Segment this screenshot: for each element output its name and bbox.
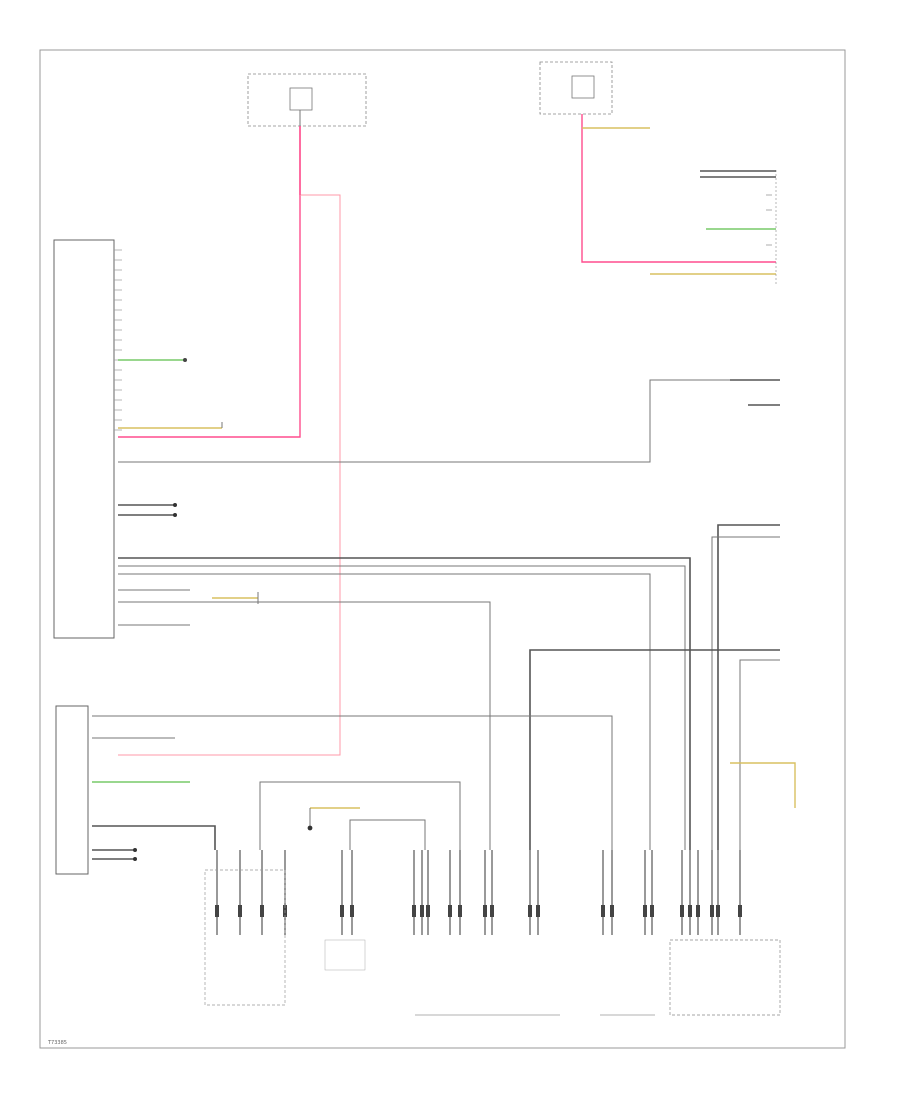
- stub-end-2: [173, 513, 177, 517]
- diagram-frame: [39, 49, 846, 1049]
- connector-terminal: [528, 905, 532, 917]
- fuse-box-top-left: [247, 73, 367, 127]
- sec-wire-1: [92, 715, 613, 850]
- ground-marker: [307, 825, 313, 831]
- connector-terminal: [458, 905, 462, 917]
- connector-terminal: [490, 905, 494, 917]
- power-wire-top-right: [581, 114, 776, 275]
- connector-terminal: [350, 905, 354, 917]
- connector-terminal: [340, 905, 344, 917]
- connector-terminal: [610, 905, 614, 917]
- connector-terminal: [601, 905, 605, 917]
- right-wire-a: [717, 524, 780, 850]
- component-box-left: [204, 869, 286, 1006]
- connector-terminal: [738, 905, 742, 917]
- connector-top-right: [700, 170, 777, 285]
- right-wire-c: [529, 649, 780, 850]
- signal-wire-upper: [118, 379, 730, 463]
- connector-terminal: [536, 905, 540, 917]
- connector-terminal: [688, 905, 692, 917]
- right-wire-b: [711, 536, 780, 850]
- bus-wire-1: [118, 557, 691, 850]
- main-module-pin-stubs: [114, 249, 122, 431]
- wire-end-marker: [183, 358, 187, 362]
- sec-wire-3: [92, 825, 216, 850]
- connector-terminal: [710, 905, 714, 917]
- center-wire-2: [349, 819, 426, 850]
- bottom-connectors: [215, 850, 742, 935]
- component-box-mid: [324, 939, 366, 971]
- center-wire-loop: [259, 781, 461, 850]
- connector-terminal: [260, 905, 264, 917]
- footer-id: T73385: [47, 1040, 67, 1046]
- connector-terminal: [650, 905, 654, 917]
- bus-wire-2: [118, 565, 686, 850]
- sec-end-2: [133, 857, 137, 861]
- yellow-wire-bottom-right: [730, 762, 796, 808]
- main-module-box: [53, 239, 115, 639]
- power-wire-top-left: [118, 126, 341, 756]
- connector-terminal: [412, 905, 416, 917]
- connector-terminal: [716, 905, 720, 917]
- connector-terminal: [448, 905, 452, 917]
- connector-terminal: [680, 905, 684, 917]
- sec-end-1: [133, 848, 137, 852]
- connector-terminal: [643, 905, 647, 917]
- right-wire-d: [739, 659, 780, 850]
- stub-end-1: [173, 503, 177, 507]
- connector-terminal: [483, 905, 487, 917]
- component-box-right: [669, 939, 781, 1016]
- bus-wire-3: [118, 573, 651, 850]
- connector-terminal: [238, 905, 242, 917]
- connector-terminal: [696, 905, 700, 917]
- bus-wire-4: [118, 601, 491, 850]
- connector-terminal: [420, 905, 424, 917]
- connector-terminal: [215, 905, 219, 917]
- secondary-module-box: [55, 705, 89, 875]
- connector-terminal: [426, 905, 430, 917]
- fuse-box-top-right: [539, 61, 613, 115]
